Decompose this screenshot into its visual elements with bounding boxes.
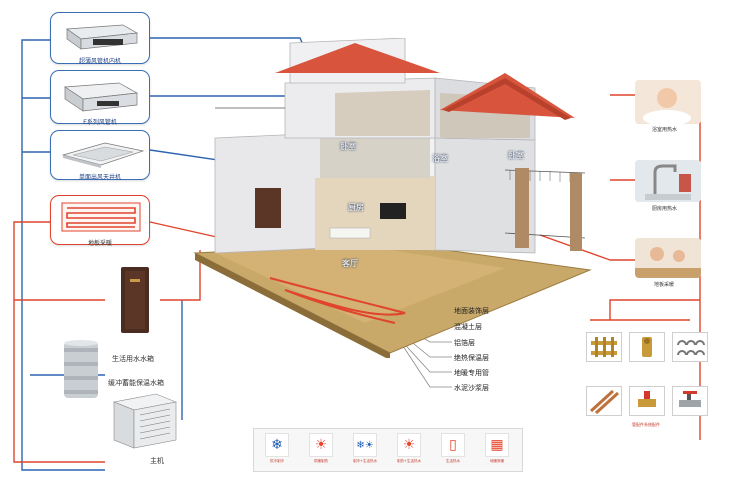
baby-bath-icon [635,80,701,124]
label-floor-heating: 地板采暖 [87,240,113,247]
layer-decoration: 地面装饰层 [454,307,489,315]
brass-valve-part [629,332,665,362]
snowflake-sun-icon: ❄☀ [353,433,377,457]
legend-heating-hot-water: ☀ 制热+生活热水 [392,433,426,469]
buffer-tank-label: 缓冲蓄能保温水箱 [108,379,164,387]
label-ultra-thin-duct-unit: 超薄风管机内机 [78,58,122,65]
function-legend: ❄ 供冷制冷 ☀ 供暖制热 ❄☀ 制冷+生活热水 ☀ 制热+生活热水 ▯ 生活热… [253,428,523,472]
room-label-bedroom-1: 卧室 [340,142,356,151]
card-floor-heating [50,195,150,245]
floor-heating-icon: ▦ [485,433,509,457]
blue-main-line [21,39,105,471]
layer-insulation: 绝热保温层 [454,354,489,362]
valve-icon [642,337,652,357]
room-label-bedroom-2: 卧室 [508,151,524,160]
card-e-series-duct-unit [50,70,150,124]
duct-unit-icon [66,24,139,50]
room-label-living-room: 客厅 [342,259,358,268]
door [255,188,281,228]
water-tank-icon: ▯ [441,433,465,457]
label-kitchen-hot-water: 厨房用热水 [652,206,678,212]
faucet-icon [635,160,701,202]
main-unit-label: 主机 [150,457,164,465]
layer-foil: 铝箔层 [454,339,475,347]
red-valve-icon [638,391,656,407]
red-main-line [13,221,105,463]
layer-concrete: 混凝土层 [454,323,482,331]
room-label-kitchen: 厨房 [348,203,364,212]
photo-kitchen-hot-water [635,160,701,202]
layer-mortar: 水泥沙浆层 [454,384,489,392]
stone-column [515,168,529,248]
manifold-part [586,332,622,362]
roof-main [275,43,440,73]
ball-valve-icon [679,391,701,407]
photo-bathroom-hot-water [635,80,701,124]
manifold-icon [591,337,617,357]
layer-heating-pipe: 地暖专用管 [454,369,489,377]
legend-hot-water: ▯ 生活热水 [436,433,470,469]
label-e-series-duct-unit: E系列风管机 [83,119,117,126]
sofa [329,227,371,239]
room-label-bathroom: 浴室 [432,154,448,163]
house-illustration [193,38,592,358]
card-ultra-thin-duct-unit [50,12,150,64]
label-ceiling-cassette: 单面出风天井机 [78,174,122,181]
pipe-clips-part [672,332,708,362]
legend-floor-heating: ▦ 地暖采暖 [480,433,514,469]
family-icon [635,238,701,278]
sun-water-icon: ☀ [397,433,421,457]
sun-icon: ☀ [309,433,333,457]
label-floor-heating-photo: 地板采暖 [654,282,675,288]
copper-pipe-part [586,386,622,416]
tv [380,203,406,219]
legend-heating: ☀ 供暖制热 [304,433,338,469]
legend-cooling: ❄ 供冷制冷 [260,433,294,469]
hot-water-tank-icon [121,267,149,333]
main-unit-icon [112,393,178,449]
label-bathroom-hot-water: 浴室用热水 [652,127,678,133]
buffer-tank-icon [64,340,98,398]
duct-unit-icon [63,82,139,112]
parts-caption: 管配件系统配件 [632,422,660,427]
copper-pipe-icon [589,389,620,415]
floor-heating-pipe [269,277,406,324]
photo-floor-heating [635,238,701,278]
cassette-unit-icon [61,142,145,168]
floor-heating-coil-icon [61,202,141,232]
legend-cooling-hot-water: ❄☀ 制冷+生活热水 [348,433,382,469]
snowflake-icon: ❄ [265,433,289,457]
ball-valve-part [672,386,708,416]
pipe-clips-icon [677,340,705,356]
red-valve-part [629,386,665,416]
card-ceiling-cassette [50,130,150,180]
hot-water-tank-label: 生活用水水箱 [112,355,154,363]
roof-right [440,73,575,118]
